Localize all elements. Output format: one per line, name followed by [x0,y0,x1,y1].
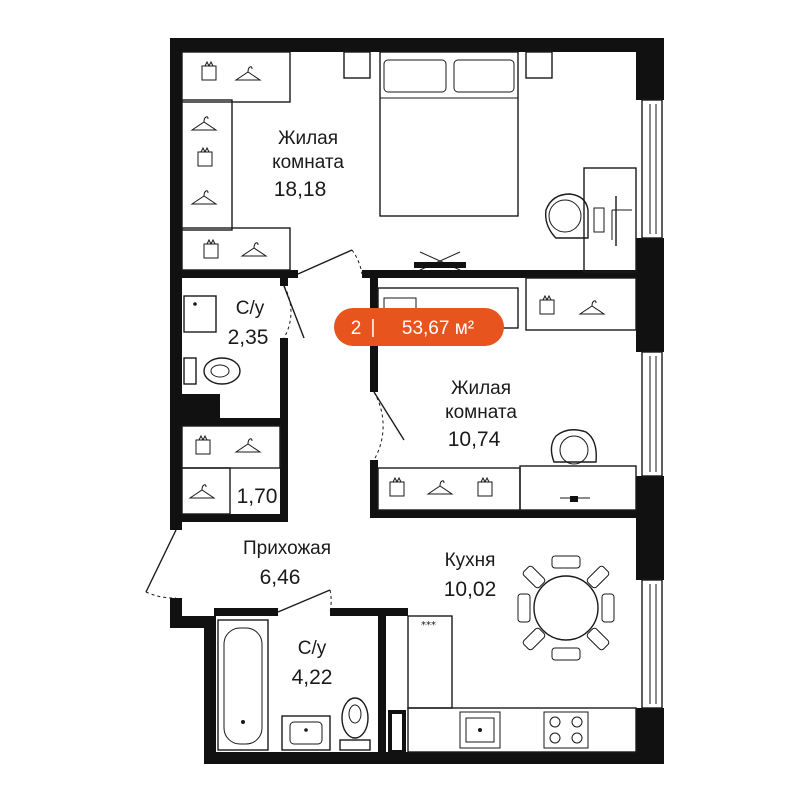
bag-icon [203,238,219,259]
room-bath-large-name: С/у [298,638,327,659]
room-living1-name-line2: комната [272,152,344,173]
room-kitchen-area: 10,02 [444,578,497,601]
room-living1-label: Жилая комната 18,18 [272,128,344,201]
total-area: 53,67 м² [402,318,474,339]
bag-icon [197,146,213,167]
toilet-small-bath [183,357,241,385]
window-kitchen [641,579,663,709]
room-hallway-label: Прихожая 6,46 [243,538,331,589]
window-living2 [641,351,663,477]
window-bedroom [641,99,663,239]
stove-burners-left: *** [421,620,436,631]
room-hallway-name: Прихожая [243,538,331,559]
rooms-count: 2 [351,318,362,339]
hanger-icon [578,300,606,315]
door-entrance [145,529,177,599]
dining-table [517,555,615,661]
hanger-icon [190,190,218,205]
kitchen-sink [459,711,501,749]
room-living2-name-line2: комната [445,402,517,423]
area-badge: 2 | 53,67 м² [334,308,504,346]
desk-bedroom [583,167,637,273]
bag-icon [539,294,555,315]
nightstand-left [343,51,371,79]
door-bath-small [283,285,305,339]
room-closet-area: 1,70 [237,485,278,508]
room-hallway-area: 6,46 [260,566,301,589]
wardrobe-closet [181,425,281,515]
bed [379,51,519,217]
exterior-walls [170,38,664,764]
bag-icon [201,60,217,81]
sink-large-bath [281,715,331,751]
toilet-large-bath [339,697,371,751]
room-bath-small-area: 2,35 [228,326,269,349]
chair-living2 [550,429,597,465]
nightstand-right [525,51,553,79]
sink-small-bath [183,295,217,333]
room-bath-large-label: С/у 4,22 [292,638,333,689]
bag-icon [389,476,405,497]
room-kitchen-label: Кухня 10,02 [444,550,497,601]
door-bedroom [297,249,363,275]
badge-separator: | [371,317,376,338]
cooktop [543,711,589,749]
wardrobe-bedroom [181,51,291,271]
room-bath-small-name: С/у [236,298,265,319]
door-living2 [373,391,405,461]
bag-icon [477,476,493,497]
room-living1-name-line1: Жилая [278,128,338,149]
hanger-icon [234,438,262,453]
ceiling-lamp-bedroom [414,251,466,271]
room-kitchen-name: Кухня [445,550,496,571]
room-bath-large-area: 4,22 [292,666,333,689]
room-bath-small-label: С/у 2,35 [228,298,269,349]
chair-bedroom [544,193,589,239]
bag-icon [195,434,211,455]
kitchen-counter [407,615,637,753]
bathtub [217,619,269,751]
door-bath-large [277,589,332,613]
desk-living2 [519,465,637,511]
room-living2-label: Жилая комната 10,74 [445,378,517,451]
svg-text:***: *** [421,620,436,631]
room-closet-label: 1,70 [237,485,278,508]
interior-walls [182,270,636,756]
room-living2-area: 10,74 [448,428,501,451]
hanger-icon [190,116,218,131]
hanger-icon [426,480,454,495]
area-badge-background [334,308,504,346]
room-living1-area: 18,18 [274,178,327,201]
hanger-icon [188,484,216,499]
room-living2-name-line1: Жилая [451,378,511,399]
hanger-icon [234,66,262,81]
hanger-icon [240,242,268,257]
